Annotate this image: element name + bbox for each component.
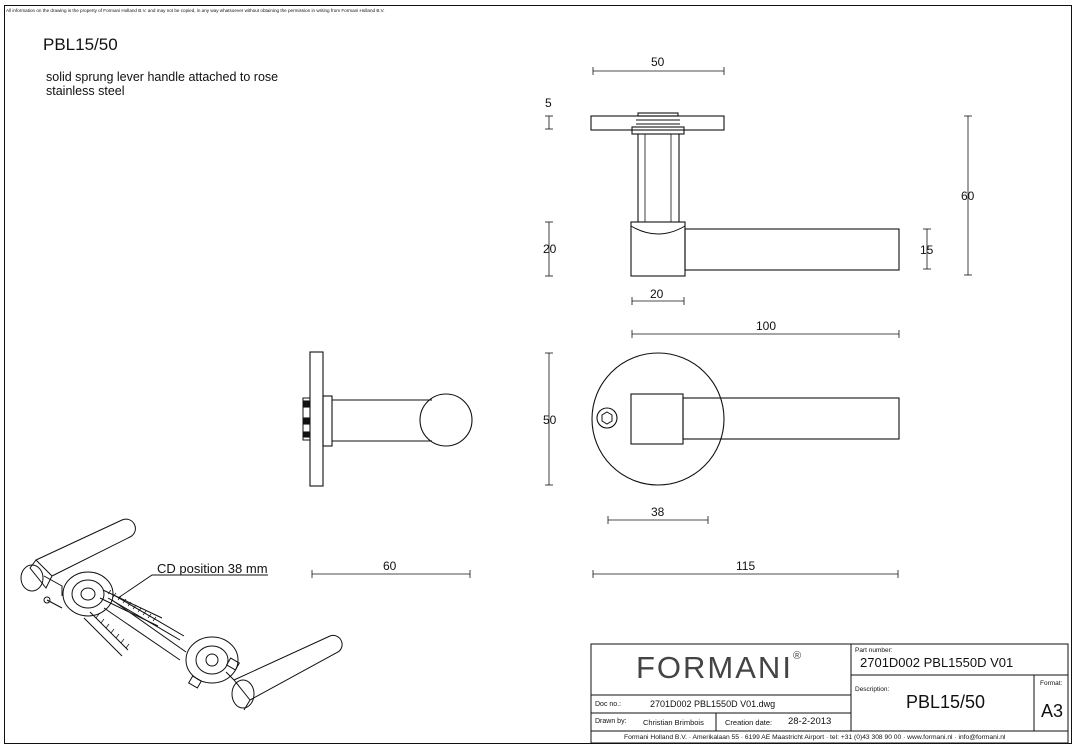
set-screw [596,407,618,429]
side-view [302,351,473,487]
drawn-by-label: Drawn by: [595,718,627,725]
drawing-frame [4,5,1072,744]
brand-logo: FORMANI® [636,650,804,685]
creation-date: 28-2-2013 [788,716,832,727]
front-view [591,352,900,486]
rose-plate [590,115,725,131]
top-view [590,112,900,277]
dim-lever-length: 100 [756,319,777,333]
dim-rose-diameter: 50 [543,413,557,427]
callout-leader [117,574,268,599]
dimension-lines [311,67,972,578]
creation-date-label: Creation date: [725,718,773,727]
isometric-view [20,518,343,711]
lever-bar [684,228,900,271]
dim-screw-offset: 38 [651,505,665,519]
rose-ring [631,126,685,135]
format-label: Format: [1040,680,1063,687]
drawn-by: Christian Brimbois [643,718,704,727]
format-value: A3 [1041,701,1064,721]
footer-address: Formani Holland B.V. · Amerikalaan 55 · … [624,734,1006,741]
side-rose [309,351,324,487]
part-number: 2701D002 PBL1550D V01 [860,655,1014,670]
description-line-2: stainless steel [46,84,125,98]
rose-circle [591,352,725,486]
description-label: Description: [855,686,890,693]
dim-lever-thickness: 15 [920,243,934,257]
dim-total-length: 115 [736,559,756,573]
doc-no: 2701D002 PBL1550D V01.dwg [650,699,776,709]
screw-threads [95,589,157,649]
product-description: solid sprung lever handle attached to ro… [46,70,278,98]
title-description: PBL15/50 [906,692,986,712]
cd-position-callout: CD position 38 mm [157,561,268,576]
dim-rose-width: 50 [651,55,665,69]
dim-neck-width: 20 [650,287,664,301]
product-code: PBL15/50 [43,35,118,54]
dim-neck-height: 20 [543,242,557,256]
disclaimer-text: All information on the drawing is the pr… [6,8,385,13]
dim-rose-thickness: 5 [545,96,552,110]
hub-square [630,393,684,445]
dim-side-depth: 60 [383,559,397,573]
doc-no-label: Doc no.: [595,701,622,708]
title-block [590,643,1069,744]
description-line-1: solid sprung lever handle attached to ro… [46,70,279,84]
part-number-label: Part number: [855,647,893,654]
dim-total-height: 60 [961,189,975,203]
lever-end-circle [419,393,473,447]
spring-top [637,112,679,117]
lever-front [682,397,900,440]
